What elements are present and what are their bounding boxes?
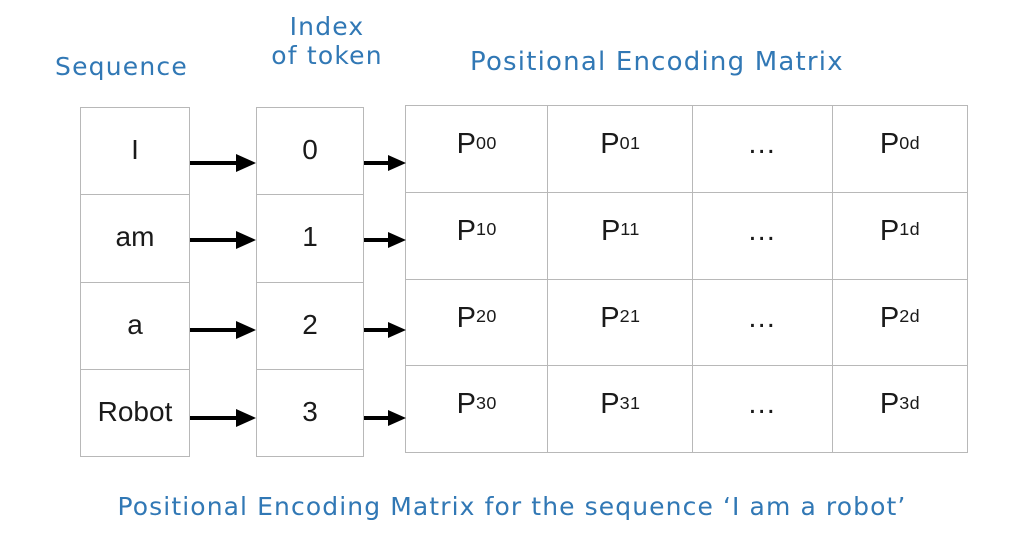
- table-row: 1: [257, 195, 363, 283]
- matrix-cell-base: P: [456, 128, 477, 160]
- sequence-column-label: Sequence: [55, 52, 188, 81]
- index-to-matrix-arrow: [364, 152, 406, 174]
- matrix-cell-subscript: 11: [620, 219, 640, 240]
- index-to-matrix-arrow: [364, 407, 406, 429]
- matrix-cell-base: P: [600, 388, 620, 421]
- matrix-cell-subscript: 20: [476, 306, 497, 327]
- matrix-cell-subscript: 0d: [899, 132, 921, 153]
- matrix-cell-subscript: 2d: [899, 306, 921, 327]
- table-row: I: [81, 108, 189, 196]
- sequence-to-index-arrow: [190, 152, 256, 174]
- matrix-cell-subscript: 30: [476, 392, 497, 413]
- matrix-cell-base: P: [456, 388, 477, 421]
- matrix-cell-subscript: 21: [619, 306, 641, 327]
- matrix-cell-base: P: [600, 128, 620, 160]
- index-cell: 0: [302, 134, 318, 165]
- sequence-cell: am: [115, 221, 155, 253]
- sequence-cell: a: [127, 308, 143, 340]
- matrix-ellipsis-cell: …: [693, 366, 833, 452]
- matrix-ellipsis-cell: …: [693, 106, 833, 192]
- table-row: Robot: [81, 370, 189, 456]
- matrix-cell-base: P: [456, 214, 477, 247]
- sequence-to-index-arrow: [190, 319, 256, 341]
- index-label-line-2: of token: [271, 41, 383, 70]
- sequence-to-index-arrow: [190, 229, 256, 251]
- matrix-cell-base: P: [456, 301, 477, 334]
- matrix-cell-subscript: 3d: [899, 392, 921, 413]
- table-row: 0: [257, 108, 363, 196]
- figure-caption: Positional Encoding Matrix for the seque…: [117, 492, 907, 521]
- matrix-title: Positional Encoding Matrix: [470, 47, 844, 77]
- matrix-cell-base: P: [879, 128, 900, 160]
- index-to-matrix-arrow: [364, 319, 406, 341]
- index-label-line-1: Index: [289, 12, 365, 41]
- index-table: 0 1 2 3: [256, 107, 364, 457]
- sequence-to-index-arrow: [190, 407, 256, 429]
- table-row: a: [81, 283, 189, 370]
- matrix-cell-subscript: 10: [476, 219, 497, 240]
- index-cell: 2: [302, 308, 318, 340]
- matrix-cell-base: P: [879, 301, 900, 334]
- table-row: 2: [257, 283, 363, 370]
- index-cell: 3: [302, 395, 318, 427]
- matrix-cell-base: P: [879, 214, 900, 247]
- matrix-cell-base: P: [600, 214, 621, 247]
- matrix-ellipsis-cell: …: [693, 192, 833, 279]
- table-row: 3: [257, 370, 363, 456]
- matrix-ellipsis-cell: …: [693, 279, 833, 366]
- table-row: am: [81, 195, 189, 283]
- matrix-cell-subscript: 1d: [899, 219, 921, 240]
- matrix-cell-subscript: 01: [619, 132, 641, 153]
- matrix-cell-subscript: 00: [476, 132, 497, 153]
- matrix-cell-base: P: [879, 388, 900, 421]
- matrix-cell-subscript: 31: [619, 392, 641, 413]
- sequence-cell: I: [131, 134, 139, 165]
- sequence-cell: Robot: [97, 395, 173, 427]
- index-cell: 1: [302, 221, 318, 253]
- sequence-table: I am a Robot: [80, 107, 190, 457]
- matrix-cell-base: P: [600, 301, 620, 334]
- index-to-matrix-arrow: [364, 229, 406, 251]
